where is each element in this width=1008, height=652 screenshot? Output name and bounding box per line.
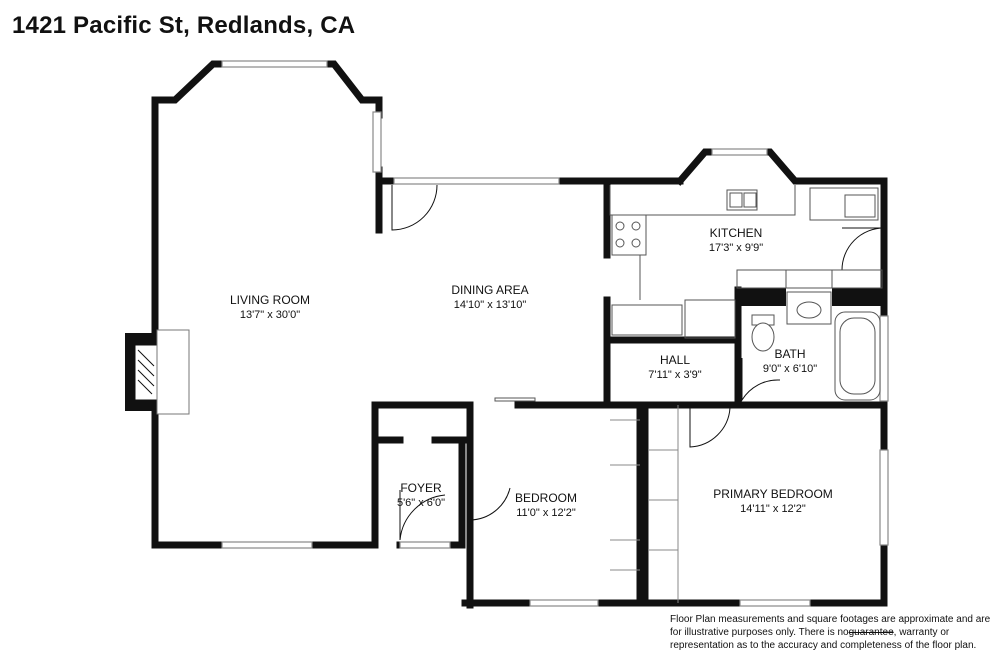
bath-header-wall-right xyxy=(832,288,884,306)
primary-bedroom-label: PRIMARY BEDROOM xyxy=(713,487,833,501)
fireplace-icon xyxy=(125,329,190,415)
disclaimer-struck-text: guarantee xyxy=(848,627,894,638)
kitchen-label: KITCHEN xyxy=(710,226,763,240)
bedroom-label: BEDROOM xyxy=(515,491,577,505)
closets xyxy=(610,405,679,603)
bath-label: BATH xyxy=(774,347,805,361)
bedroom-dimensions: 11'0" x 12'2" xyxy=(516,507,576,519)
disclaimer-text-before: Floor Plan measurements and square foota… xyxy=(670,614,991,638)
dining-area-dimensions: 14'10" x 13'10" xyxy=(454,299,527,311)
primary-bedroom-dimensions: 14'11" x 12'2" xyxy=(740,503,806,515)
foyer-dimensions: 5'6" x 6'0" xyxy=(397,497,445,509)
dining-area-label: DINING AREA xyxy=(451,283,528,297)
bath-header-wall-left xyxy=(736,288,786,306)
bath-fixtures xyxy=(751,291,881,401)
walls xyxy=(151,60,888,609)
kitchen-fixtures xyxy=(609,185,883,339)
hall-label: HALL xyxy=(660,353,690,367)
hall-dimensions: 7'11" x 3'9" xyxy=(648,369,701,381)
windows xyxy=(221,60,889,607)
foyer-label: FOYER xyxy=(400,481,442,495)
living-room-label: LIVING ROOM xyxy=(230,293,310,307)
bath-dimensions: 9'0" x 6'10" xyxy=(763,363,817,375)
living-room-dimensions: 13'7" x 30'0" xyxy=(240,309,300,321)
kitchen-dimensions: 17'3" x 9'9" xyxy=(709,242,763,254)
disclaimer: Floor Plan measurements and square foota… xyxy=(670,613,1004,652)
plan-title: 1421 Pacific St, Redlands, CA xyxy=(12,12,356,39)
doors xyxy=(391,184,885,541)
